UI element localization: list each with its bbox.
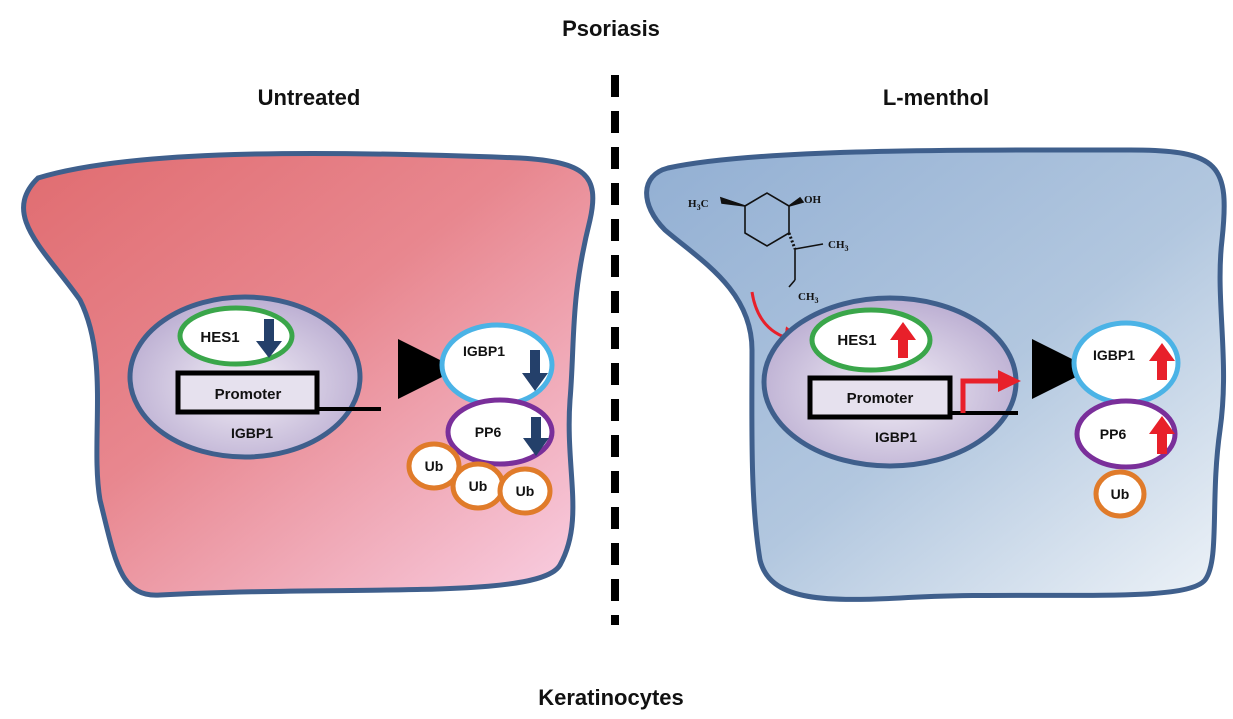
down-arrow-icon [522, 350, 548, 391]
down-arrow-icon [256, 319, 282, 358]
promoter-label-menthol: Promoter [847, 390, 914, 407]
pp6-protein-untreated [445, 397, 555, 467]
pp6-label-menthol: PP6 [1100, 426, 1127, 442]
hes1-label-menthol: HES1 [837, 332, 876, 349]
pp6-label-untreated: PP6 [475, 424, 502, 440]
up-arrow-icon [1149, 343, 1175, 380]
ubiquitin-untreated-3 [497, 466, 553, 516]
ubiquitin-menthol-1 [1093, 469, 1147, 519]
figure-title: Psoriasis [562, 16, 660, 41]
gene-label-menthol: IGBP1 [875, 429, 917, 445]
ub-label: Ub [425, 458, 444, 474]
ubiquitin-untreated-1 [406, 441, 462, 491]
molecule-oh: OH [804, 194, 822, 206]
panel-untreated: Untreated HES1 Promoter IGBP1 IGBP1 PP6 … [21, 85, 596, 598]
transcription-arrowhead [998, 370, 1021, 392]
igbp1-label-untreated: IGBP1 [463, 343, 505, 359]
panel-label-menthol: L-menthol [883, 85, 989, 110]
promoter-box-menthol [807, 375, 953, 420]
down-arrow-icon [523, 417, 549, 456]
hes1-label-untreated: HES1 [200, 329, 239, 346]
promoter-box-untreated [175, 370, 320, 415]
figure-footer: Keratinocytes [538, 685, 684, 710]
gene-label-untreated: IGBP1 [231, 425, 273, 441]
ub-label: Ub [469, 478, 488, 494]
molecule-ch3-upper: CH3 [828, 239, 849, 253]
igbp1-label-menthol: IGBP1 [1093, 347, 1135, 363]
up-arrow-icon [1149, 416, 1175, 454]
up-arrow-icon [890, 322, 916, 358]
molecule-h3c: H3C [688, 198, 709, 212]
panel-menthol: L-menthol H3C OH CH3 CH3 [644, 85, 1227, 602]
molecule-ch3-lower: CH3 [798, 291, 819, 305]
ub-label: Ub [516, 483, 535, 499]
panel-label-untreated: Untreated [258, 85, 361, 110]
menthol-molecule [719, 192, 824, 288]
transcription-start-arrow [960, 378, 1000, 413]
promoter-label-untreated: Promoter [215, 386, 282, 403]
ub-label: Ub [1111, 486, 1130, 502]
